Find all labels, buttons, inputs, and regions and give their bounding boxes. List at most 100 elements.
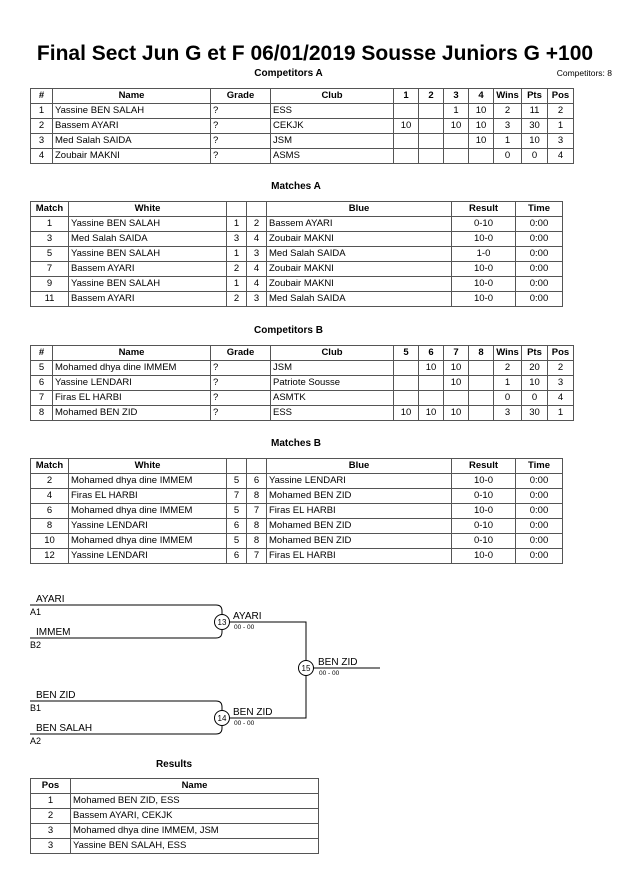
col-score-8: 8 (468, 345, 494, 361)
bracket-score-13: 00 - 00 (234, 624, 255, 631)
cell-pts: 0 (521, 390, 548, 406)
cell-wins: 2 (493, 103, 522, 119)
col-name: Name (52, 88, 211, 104)
cell-score-2: 10 (443, 360, 469, 376)
table-header-row: Match White Blue Result Time (30, 458, 563, 474)
col-match: Match (30, 458, 69, 474)
cell-result: 10-0 (451, 473, 516, 489)
bracket-entrant-seed-1: B2 (30, 640, 41, 650)
page-title: Final Sect Jun G et F 06/01/2019 Sousse … (36, 42, 594, 65)
elimination-bracket: AYARI A1 IMMEM B2 BEN ZID B1 BEN SALAH A… (0, 578, 630, 758)
table-header-row: Pos Name (30, 778, 319, 794)
cell-time: 0:00 (515, 503, 563, 519)
cell-club: JSM (270, 133, 394, 149)
cell-time: 0:00 (515, 246, 563, 262)
cell-num: 5 (30, 360, 53, 376)
cell-blue-name: Zoubair MAKNI (266, 231, 452, 247)
cell-score-2: 10 (443, 405, 469, 421)
cell-score-1 (418, 133, 444, 149)
col-club: Club (270, 345, 394, 361)
cell-blue-name: Zoubair MAKNI (266, 261, 452, 277)
cell-result: 1-0 (451, 246, 516, 262)
col-blue-num (246, 201, 267, 217)
cell-score-2 (443, 390, 469, 406)
cell-white-name: Yassine LENDARI (68, 548, 227, 564)
cell-score-1: 10 (418, 405, 444, 421)
cell-pos: 2 (547, 103, 574, 119)
cell-score-0 (393, 133, 419, 149)
cell-white-number: 3 (226, 231, 247, 247)
cell-blue-name: Bassem AYARI (266, 216, 452, 232)
cell-blue-number: 3 (246, 246, 267, 262)
cell-blue-name: Yassine LENDARI (266, 473, 452, 489)
cell-name: Yassine BEN SALAH, ESS (70, 838, 319, 854)
cell-white-number: 1 (226, 216, 247, 232)
col-result: Result (451, 458, 516, 474)
cell-blue-number: 3 (246, 291, 267, 307)
col-match: Match (30, 201, 69, 217)
cell-blue-number: 7 (246, 503, 267, 519)
cell-club: ASMTK (270, 390, 394, 406)
cell-result: 0-10 (451, 488, 516, 504)
cell-match-number: 7 (30, 261, 69, 277)
col-pos: Pos (547, 88, 574, 104)
col-blue-num (246, 458, 267, 474)
cell-club: Patriote Sousse (270, 375, 394, 391)
cell-blue-number: 2 (246, 216, 267, 232)
cell-score-1 (418, 148, 444, 164)
cell-wins: 2 (493, 360, 522, 376)
cell-pos: 1 (547, 118, 574, 134)
cell-score-1 (418, 118, 444, 134)
cell-result: 0-10 (451, 533, 516, 549)
cell-grade: ? (210, 360, 271, 376)
cell-grade: ? (210, 133, 271, 149)
competitors-a-table: # Name Grade Club 1 2 3 4 Wins Pts Pos 1… (30, 88, 574, 164)
col-score-1: 1 (393, 88, 419, 104)
table-header-row: # Name Grade Club 1 2 3 4 Wins Pts Pos (30, 88, 574, 104)
bracket-winner-14: BEN ZID (233, 707, 272, 718)
section-caption-matches-b: Matches B (270, 438, 321, 449)
cell-club: JSM (270, 360, 394, 376)
cell-white-number: 7 (226, 488, 247, 504)
cell-name: Mohamed BEN ZID (52, 405, 211, 421)
cell-grade: ? (210, 375, 271, 391)
cell-result: 10-0 (451, 291, 516, 307)
cell-score-3 (468, 148, 494, 164)
col-pts: Pts (521, 345, 548, 361)
cell-score-3 (468, 360, 494, 376)
cell-time: 0:00 (515, 533, 563, 549)
cell-pos: 2 (547, 360, 574, 376)
col-score-2: 2 (418, 88, 444, 104)
cell-time: 0:00 (515, 291, 563, 307)
cell-num: 3 (30, 133, 53, 149)
cell-score-3: 10 (468, 133, 494, 149)
cell-blue-number: 4 (246, 261, 267, 277)
cell-club: CEKJK (270, 118, 394, 134)
bracket-winner-15: BEN ZID (318, 657, 357, 668)
cell-num: 2 (30, 118, 53, 134)
cell-club: ESS (270, 405, 394, 421)
cell-score-2: 10 (443, 375, 469, 391)
col-white-num (226, 458, 247, 474)
cell-name: Mohamed dhya dine IMMEM (52, 360, 211, 376)
bracket-score-14: 00 - 00 (234, 720, 255, 727)
section-caption-competitors-a: Competitors A (254, 68, 323, 79)
cell-wins: 0 (493, 390, 522, 406)
col-grade: Grade (210, 345, 271, 361)
cell-result: 10-0 (451, 261, 516, 277)
col-num: # (30, 88, 53, 104)
